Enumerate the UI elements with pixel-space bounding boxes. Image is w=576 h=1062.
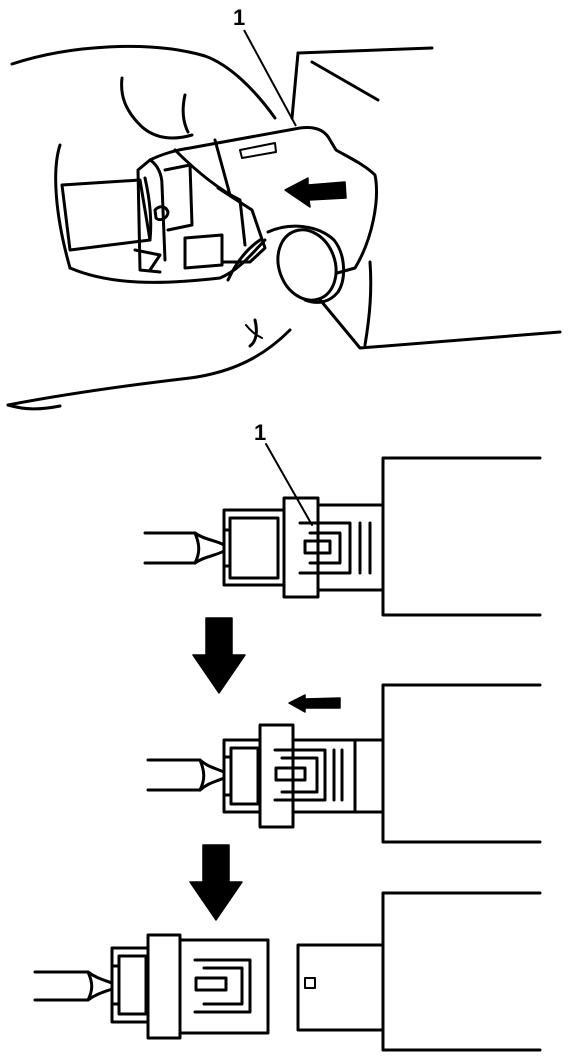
arrow-left-icon — [288, 694, 341, 713]
connector-stage-1 — [143, 443, 542, 617]
arrow-left-icon — [284, 177, 347, 208]
callout-label-top: 1 — [233, 5, 245, 30]
connector-icon — [133, 126, 378, 284]
arrow-down-icon — [192, 617, 246, 694]
wire-harness-icon — [33, 970, 114, 1002]
callout-label-mid: 1 — [254, 420, 266, 445]
wire-harness-icon — [143, 531, 226, 565]
connector-stage-2 — [146, 683, 542, 844]
wire-harness-icon — [146, 758, 226, 792]
arrow-down-icon — [189, 844, 243, 921]
connector-stage-3 — [33, 891, 542, 1052]
hand-icon — [10, 44, 277, 120]
hand-illustration — [6, 44, 562, 411]
thumb-icon — [226, 224, 345, 304]
